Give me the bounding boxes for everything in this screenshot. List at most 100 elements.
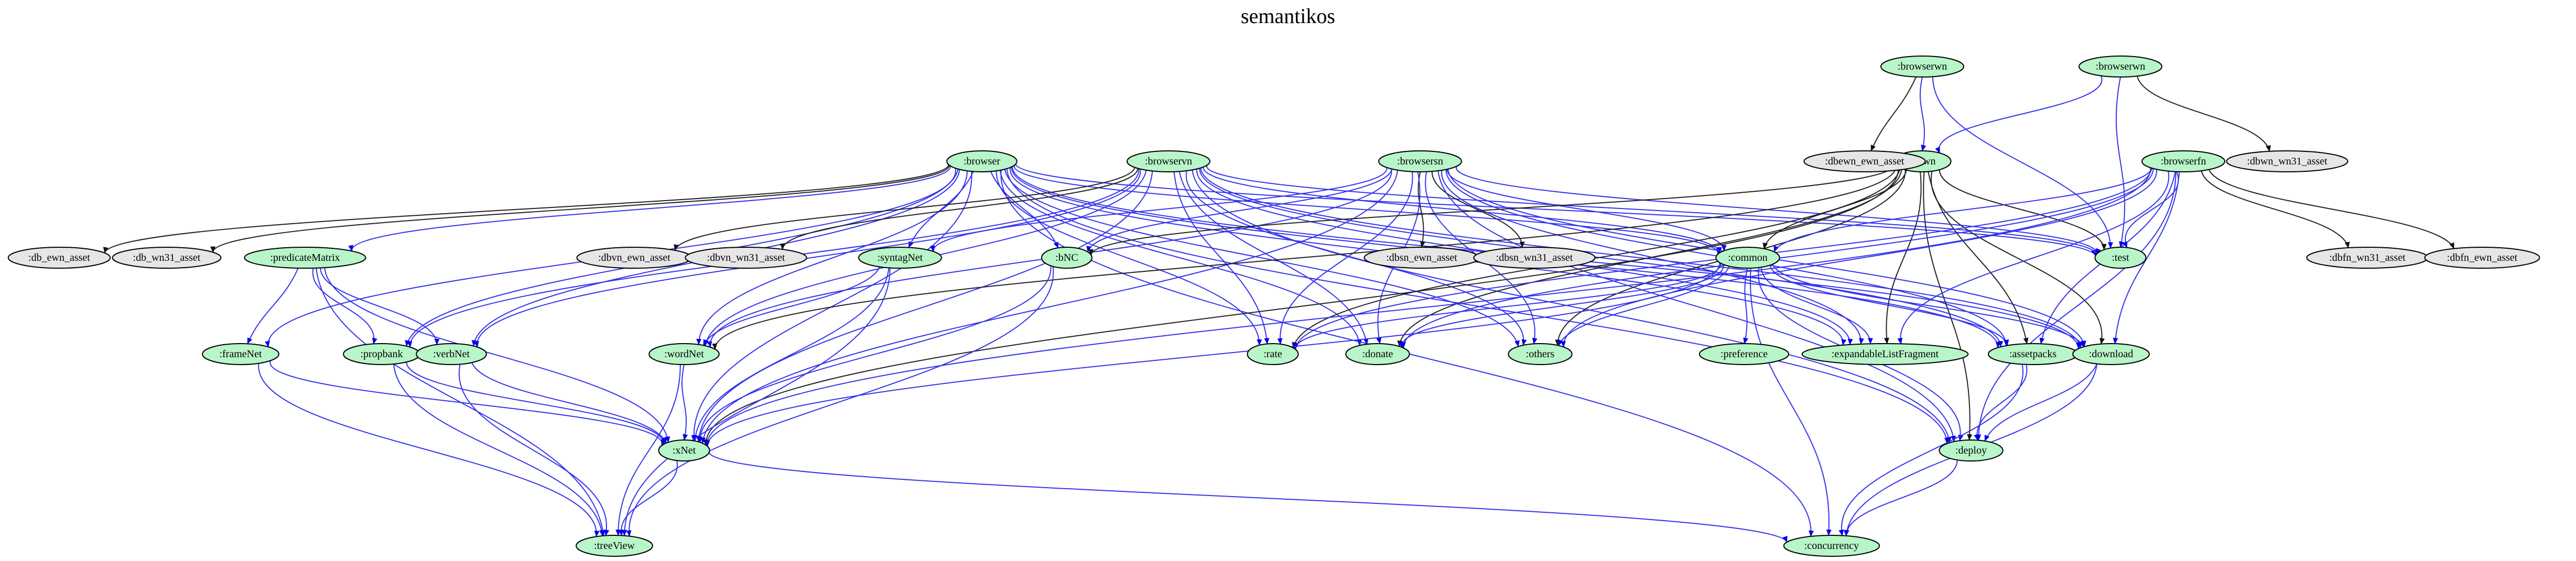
node-ellipse bbox=[1803, 150, 1926, 172]
node-dbfn_wn31_asset: :dbfn_wn31_asset bbox=[2306, 247, 2429, 269]
edge-common-to-download bbox=[1772, 264, 2084, 348]
edge-libwn-to-test bbox=[1939, 169, 2107, 250]
node-ellipse bbox=[7, 247, 111, 269]
node-label: :frameNet bbox=[219, 348, 262, 360]
edge-browser-to-common bbox=[1013, 165, 1722, 255]
node-frameNet: :frameNet bbox=[202, 343, 279, 365]
node-ellipse bbox=[2226, 150, 2348, 172]
edge-syntagNet-to-treeView bbox=[622, 268, 891, 536]
node-ellipse bbox=[416, 343, 487, 365]
edge-frameNet-to-xNet bbox=[269, 360, 666, 446]
node-browserfn: :browserfn bbox=[2141, 150, 2225, 172]
edge-propbank-to-xNet bbox=[406, 362, 667, 445]
edge-browserwn-to-dbewn_ewn_asset bbox=[1870, 76, 1917, 152]
node-dbvn_wn31_asset: :dbvn_wn31_asset bbox=[685, 247, 807, 269]
node-concurrency: :concurrency bbox=[1783, 535, 1880, 557]
edge-browservn-to-verbNet bbox=[473, 169, 1141, 348]
node-db_ewn_asset: :db_ewn_asset bbox=[7, 247, 111, 269]
edge-browserfn-to-dbfn_wn31_asset bbox=[2201, 170, 2350, 248]
edge-predicateMatrix-to-verbNet bbox=[320, 268, 440, 345]
node-download: :download bbox=[2072, 343, 2150, 365]
node-ellipse bbox=[1345, 343, 1410, 365]
node-label: :treeView bbox=[594, 540, 635, 552]
edges-layer bbox=[103, 75, 2455, 543]
node-dbsn_wn31_asset: :dbsn_wn31_asset bbox=[1473, 247, 1596, 269]
node-ellipse bbox=[1508, 343, 1573, 365]
node-label: :test bbox=[2112, 252, 2129, 263]
node-label: :dbfn_ewn_asset bbox=[2447, 252, 2518, 263]
edge-browserwn2-to-libwn bbox=[1935, 75, 2103, 154]
node-label: :expandableListFragment bbox=[1832, 348, 1939, 360]
node-preference: :preference bbox=[1698, 343, 1790, 365]
edge-browserwn-to-libwn bbox=[1919, 76, 1926, 151]
edge-xNet-to-concurrency bbox=[708, 452, 1788, 543]
node-syntagNet: :syntagNet bbox=[858, 247, 942, 269]
edge-browsersn-to-bNC bbox=[1086, 169, 1393, 252]
node-expandableListFragment: :expandableListFragment bbox=[1801, 343, 1969, 365]
node-label: :download bbox=[2089, 348, 2133, 360]
edge-xNet-to-treeView bbox=[618, 460, 678, 536]
edge-browservn-to-rate bbox=[1173, 171, 1270, 345]
edge-verbNet-to-xNet bbox=[471, 362, 667, 444]
node-label: :donate bbox=[1362, 348, 1393, 360]
node-label: :assetpacks bbox=[2009, 348, 2057, 360]
node-test: :test bbox=[2094, 247, 2147, 269]
node-ellipse bbox=[858, 247, 942, 269]
node-ellipse bbox=[2079, 56, 2162, 78]
edge-browserfn-to-expandableListFragment bbox=[1897, 171, 2170, 345]
node-ellipse bbox=[2141, 150, 2225, 172]
edge-libwn-to-deploy bbox=[1923, 171, 1973, 441]
node-label: :preference bbox=[1720, 348, 1768, 360]
edge-assetpacks-to-deploy bbox=[1974, 364, 2028, 441]
node-label: :dbvn_wn31_asset bbox=[707, 252, 785, 263]
edge-common-to-preference bbox=[1743, 268, 1749, 344]
edge-wordNet-to-treeView bbox=[615, 364, 681, 536]
node-label: :db_ewn_asset bbox=[28, 252, 90, 263]
node-label: :dbwn_wn31_asset bbox=[2247, 156, 2328, 167]
node-wordNet: :wordNet bbox=[648, 343, 720, 365]
edge-browserfn-to-common bbox=[1773, 168, 2153, 252]
edge-common-to-expandableListFragment bbox=[1760, 267, 1873, 345]
node-ellipse bbox=[202, 343, 279, 365]
edge-browser-to-db_ewn_asset bbox=[103, 164, 949, 254]
edge-browser-to-rate bbox=[995, 171, 1262, 346]
edge-browsersn-to-test bbox=[1456, 166, 2101, 255]
node-ellipse bbox=[1880, 56, 1964, 78]
node-deploy: :deploy bbox=[1939, 439, 2004, 461]
node-ellipse bbox=[1473, 247, 1596, 269]
node-ellipse bbox=[1783, 535, 1880, 557]
edge-bNC-to-xNet bbox=[697, 266, 1052, 443]
node-label: :rate bbox=[1263, 348, 1282, 360]
node-dbvn_ewn_asset: :dbvn_ewn_asset bbox=[576, 247, 692, 269]
node-ellipse bbox=[2072, 343, 2150, 365]
node-common: :common bbox=[1715, 247, 1780, 269]
edge-browserwn-to-test bbox=[1932, 76, 2113, 249]
edge-browsersn-to-dbsn_wn31_asset bbox=[1431, 171, 1525, 248]
node-label: :browserfn bbox=[2161, 156, 2206, 167]
node-ellipse bbox=[1127, 150, 1210, 172]
edge-browsersn-to-rate bbox=[1277, 171, 1413, 345]
node-dbewn_ewn_asset: :dbewn_ewn_asset bbox=[1803, 150, 1926, 172]
node-label: :dbsn_wn31_asset bbox=[1496, 252, 1573, 263]
node-label: :propbank bbox=[360, 348, 403, 360]
node-xNet: :xNet bbox=[658, 439, 710, 461]
edge-browser-to-db_wn31_asset bbox=[210, 165, 950, 253]
node-label: :dbsn_ewn_asset bbox=[1386, 252, 1457, 263]
node-browserwn2: :browserwn bbox=[2079, 56, 2162, 78]
edge-browser-to-test bbox=[1015, 163, 2096, 256]
node-label: :others bbox=[1526, 348, 1555, 360]
node-browservn: :browservn bbox=[1127, 150, 1210, 172]
node-label: :browserwn bbox=[1898, 61, 1947, 72]
edge-frameNet-to-treeView bbox=[258, 363, 600, 537]
node-label: :db_wn31_asset bbox=[133, 252, 201, 263]
node-donate: :donate bbox=[1345, 343, 1410, 365]
node-rate: :rate bbox=[1247, 343, 1299, 365]
node-ellipse bbox=[1939, 439, 2004, 461]
node-ellipse bbox=[112, 247, 222, 269]
edge-libwn-to-xNet bbox=[703, 167, 1899, 446]
edge-browservn-to-dbvn_wn31_asset bbox=[780, 168, 1139, 250]
edge-browserfn-to-download bbox=[2113, 171, 2180, 345]
node-ellipse bbox=[658, 439, 710, 461]
node-ellipse bbox=[1715, 247, 1780, 269]
node-label: :syntagNet bbox=[878, 252, 923, 263]
